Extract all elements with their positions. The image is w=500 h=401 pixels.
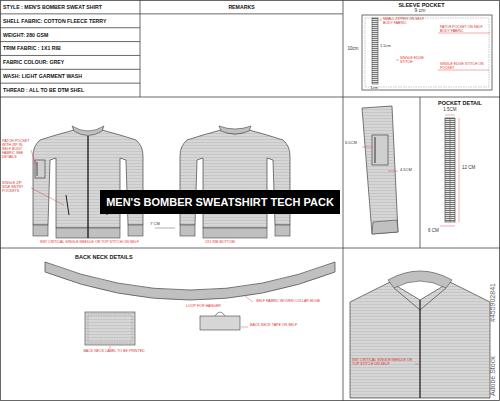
callout-note: BACK NECK TAPE ON SELF [250,324,330,328]
detail-panel: POCKET DETAIL [420,97,500,248]
callout-note: SINGLE EDGE STITCH [400,57,436,65]
dimension: 1.5CM [436,108,464,113]
spec-text: TRIM FABRIC : 1X1 RIB [3,45,138,51]
callout-note: SINGLE EDGE STITCH ON POCKET [440,63,490,71]
spec-text: FABRIC COLOUR: GREY [3,59,138,65]
spec-row: WEIGHT: 280 GSM [0,28,140,42]
dimension: 1.5cm [380,44,398,48]
dimension: 1cm [366,86,382,90]
title-banner: MEN'S BOMBER SWEATSHIRT TECH PACK [100,190,340,214]
callout-note: SELF FABRIC WOVEN COLLAR EDGE [256,300,336,304]
dimension: 6 CM [428,229,450,234]
callout-note: SMALL ZIPPER ON SELF BODY FABRIC [383,18,431,26]
spec-text: THREAD : ALL TO BE DTM SHEL [3,87,138,93]
callout-note: LOOP FOR HANGER [186,305,248,309]
spec-text: STYLE : MEN'S BOMBER SWEAT SHIRT [3,4,138,10]
callout-note: PATCH POCKET WITH ZIP IN SELF BODY FABRI… [2,140,31,160]
callout-note: 1X1 RIB BOTTOM [205,241,267,245]
column-header: REMARKS [140,0,343,14]
callout-note: SINGLE ZIP SIDE ENTRY POCKETS [2,182,31,194]
dimension: 7 CM [146,222,164,226]
title: MEN'S BOMBER SWEATSHIRT TECH PACK [106,196,334,208]
dimension: 9 cm [400,8,440,14]
detail-panel: SLEEVE POCKET [343,0,500,97]
watermark: #455902841 [489,283,497,322]
callout-note: BACK NECK LABEL TO BE PRINTED [58,350,170,354]
spec-row: WASH: LIGHT GARMENT WASH [0,69,140,83]
watermark: Adobe Stock [489,356,497,396]
dimension: 6.5CM [345,141,361,145]
spec-row: TRIM FABRIC : 1X1 RIB [0,42,140,56]
dimension: 4.5CM [400,168,419,172]
spec-text: WASH: LIGHT GARMENT WASH [3,73,138,79]
dimension: 12 CM [462,166,488,171]
panel-heading: BACK NECK DETAILS [75,254,185,261]
spec-row: SHELL FABRIC: COTTON FLEECE TERRY [0,14,140,28]
panel-heading: POCKET DETAIL [420,100,500,107]
spec-row: STYLE : MEN'S BOMBER SWEAT SHIRT [0,0,140,14]
spec-row: THREAD : ALL TO BE DTM SHEL [0,83,140,97]
callout-note: PATCH POCKET ON SELF BODY FABRIC [440,26,490,34]
spec-text: WEIGHT: 280 GSM [3,32,138,38]
dimension: 10cm [345,47,361,52]
spec-row: FABRIC COLOUR: GREY [0,55,140,69]
callout-note: SNT CRITICAL SINGLE NEEDLE OR TOP STITCH… [40,241,152,245]
spec-text: SHELL FABRIC: COTTON FLEECE TERRY [3,18,138,24]
spec-text: REMARKS [140,4,343,10]
callout-note: SNT CRITICAL SINGLE NEEDLE OR TOP STITCH… [352,359,414,367]
